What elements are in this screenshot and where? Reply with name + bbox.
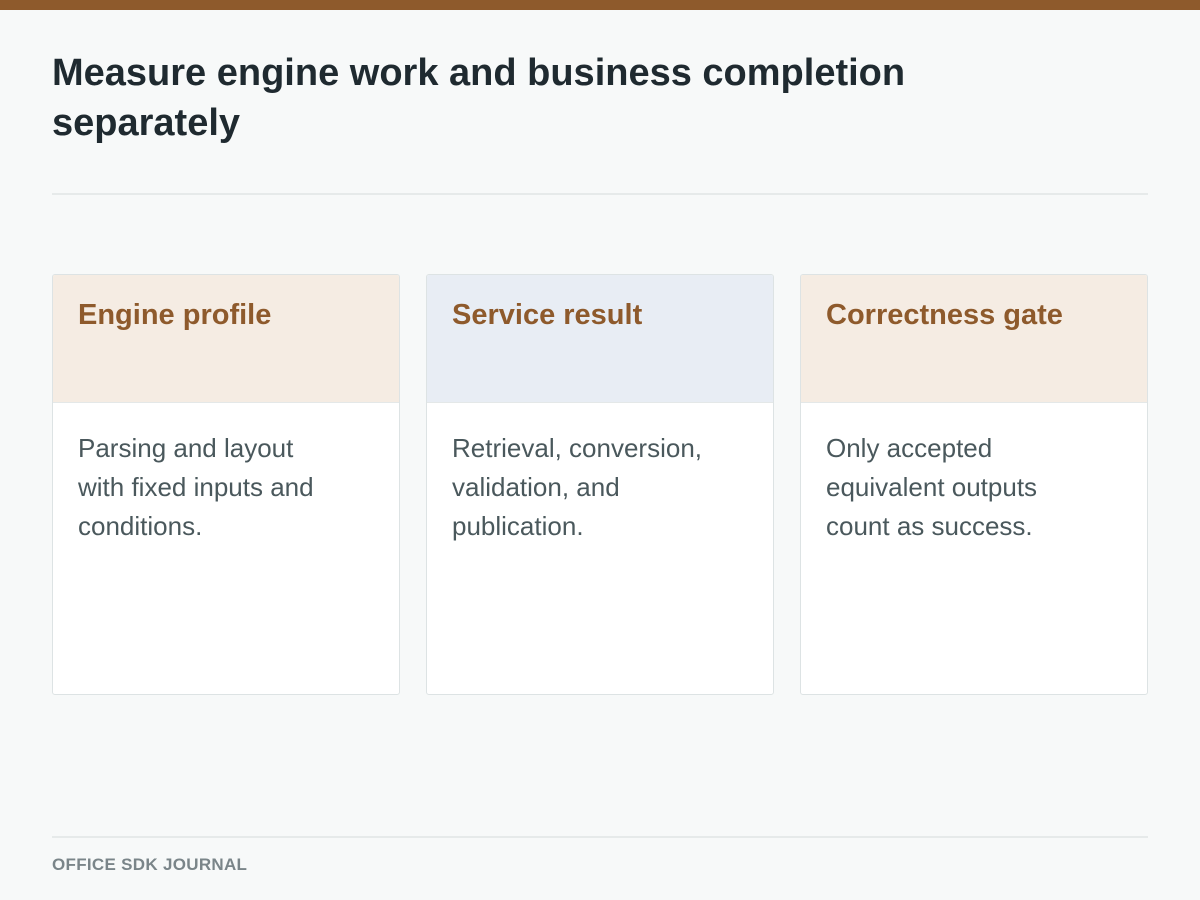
card-correctness-gate: Correctness gate Only accepted equivalen… — [800, 274, 1148, 695]
card-title: Engine profile — [78, 299, 272, 331]
card-service-result: Service result Retrieval, conversion, va… — [426, 274, 774, 695]
footer-divider — [52, 836, 1148, 838]
card-description: Only accepted equivalent outputs count a… — [826, 433, 1038, 541]
top-accent-bar — [0, 0, 1200, 10]
card-header: Correctness gate — [801, 275, 1147, 403]
title-divider — [52, 193, 1148, 195]
card-header: Engine profile — [53, 275, 399, 403]
card-title: Service result — [452, 299, 643, 331]
card-header: Service result — [427, 275, 773, 403]
card-description: Parsing and layout with fixed inputs and… — [78, 433, 314, 541]
card-engine-profile: Engine profile Parsing and layout with f… — [52, 274, 400, 695]
card-title: Correctness gate — [826, 299, 1063, 331]
card-description: Retrieval, conversion, validation, and p… — [452, 433, 702, 541]
footer-brand-label: OFFICE SDK JOURNAL — [52, 855, 248, 874]
card-row: Engine profile Parsing and layout with f… — [52, 274, 1148, 695]
page-title: Measure engine work and business complet… — [52, 52, 906, 144]
